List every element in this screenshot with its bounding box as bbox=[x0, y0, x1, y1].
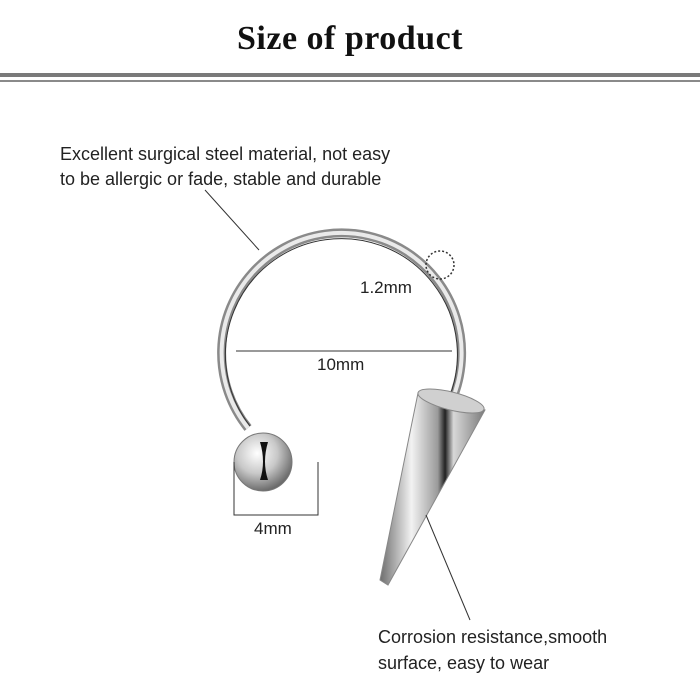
spike-body bbox=[379, 392, 486, 586]
corrosion-callout-line2: surface, easy to wear bbox=[378, 653, 550, 673]
corrosion-pointer bbox=[425, 514, 471, 621]
wire-gauge-marker bbox=[425, 250, 455, 280]
spike-end bbox=[379, 388, 486, 586]
ball-reflection bbox=[260, 442, 268, 480]
spike-base bbox=[417, 388, 485, 414]
corrosion-callout-line1: Corrosion resistance,smooth bbox=[378, 627, 608, 647]
ball-bracket bbox=[233, 462, 319, 516]
ring-highlight bbox=[219, 230, 464, 430]
material-callout-line2: to be allergic or fade, stable and durab… bbox=[60, 169, 382, 189]
ring-inner-edge bbox=[224, 238, 458, 427]
material-pointer bbox=[204, 189, 260, 251]
title-divider-thin bbox=[0, 80, 700, 82]
diameter-dimension-label: 10mm bbox=[317, 355, 365, 374]
title-divider bbox=[0, 73, 700, 77]
wire-dimension-label: 1.2mm bbox=[360, 278, 412, 297]
ball-dimension-label: 4mm bbox=[254, 519, 292, 538]
material-callout-line1: Excellent surgical steel material, not e… bbox=[60, 144, 391, 164]
page-title: Size of product bbox=[237, 20, 463, 57]
